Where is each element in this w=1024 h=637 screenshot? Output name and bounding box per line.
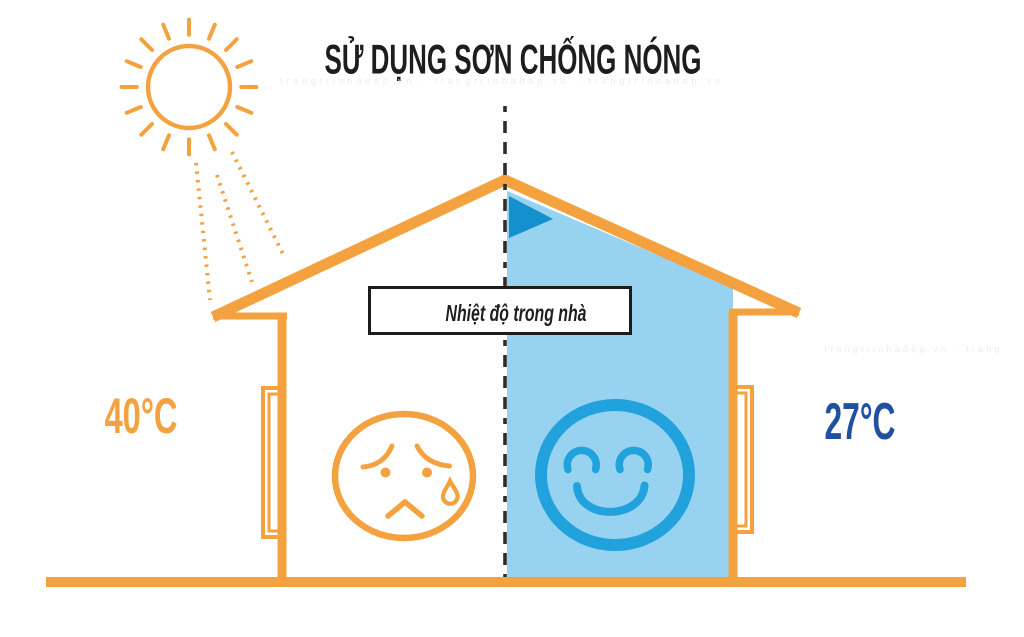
svg-text:trangtrinhadep.vn . trang: trangtrinhadep.vn . trang [825,344,1000,354]
svg-text:SỬ DỤNG SƠN CHỐNG NÓNG: SỬ DỤNG SƠN CHỐNG NÓNG [325,35,702,83]
svg-text:40°C: 40°C [105,388,178,444]
svg-text:Nhiệt độ trong nhà: Nhiệt độ trong nhà [446,300,587,326]
svg-text:27°C: 27°C [825,393,896,451]
